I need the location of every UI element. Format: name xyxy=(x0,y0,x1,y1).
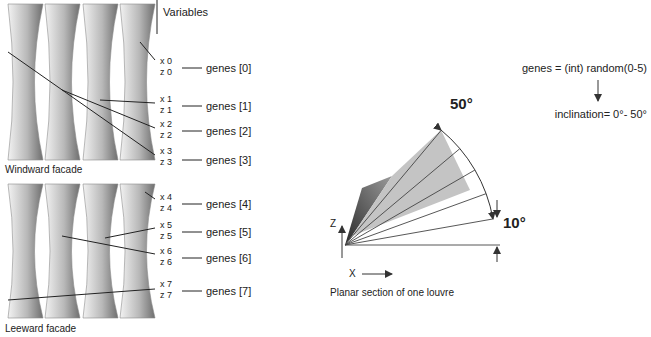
variable: x 6 xyxy=(160,247,172,257)
variable: z 5 xyxy=(160,232,172,242)
louvre xyxy=(45,184,80,318)
variable: z 3 xyxy=(160,158,172,168)
variable: x 0 xyxy=(160,57,172,67)
caption-text: Planar section of one louvre xyxy=(330,287,454,298)
axis-label: Z xyxy=(330,218,336,229)
gene-label: genes [3] xyxy=(206,154,251,166)
axis-label: X xyxy=(349,268,356,279)
variable: x 4 xyxy=(160,193,172,203)
variable: x 5 xyxy=(160,221,172,231)
louvre xyxy=(83,4,118,160)
louvre xyxy=(8,4,43,160)
variable: x 3 xyxy=(160,147,172,157)
variable: x 7 xyxy=(160,280,172,290)
angle-label: 50° xyxy=(450,96,473,113)
heading: Variables xyxy=(163,6,208,18)
gene-label: genes [1] xyxy=(206,100,251,112)
facade-title: Leeward facade xyxy=(5,323,76,334)
gene-label: genes [4] xyxy=(206,198,251,210)
variable: z 0 xyxy=(160,68,172,78)
leader-lines xyxy=(8,0,202,300)
variable: x 1 xyxy=(160,95,172,105)
gene-label: genes [6] xyxy=(206,252,251,264)
variable: z 1 xyxy=(160,106,172,116)
variable: z 6 xyxy=(160,258,172,268)
formula: inclination= 0°- 50° xyxy=(555,108,647,120)
angle-label: 10° xyxy=(503,215,526,232)
louvre xyxy=(83,184,118,318)
gene-label: genes [2] xyxy=(206,125,251,137)
formula: genes = (int) random(0-5) xyxy=(522,62,647,74)
louvre xyxy=(120,4,155,160)
variable: x 2 xyxy=(160,120,172,130)
variable: z 2 xyxy=(160,131,172,141)
facade-louvres xyxy=(8,4,155,318)
gene-label: genes [5] xyxy=(206,226,251,238)
gene-label: genes [7] xyxy=(206,285,251,297)
variable: z 4 xyxy=(160,204,172,214)
variable: z 7 xyxy=(160,291,172,301)
gene-label: genes [0] xyxy=(206,62,251,74)
facade-title: Windward facade xyxy=(5,164,82,175)
